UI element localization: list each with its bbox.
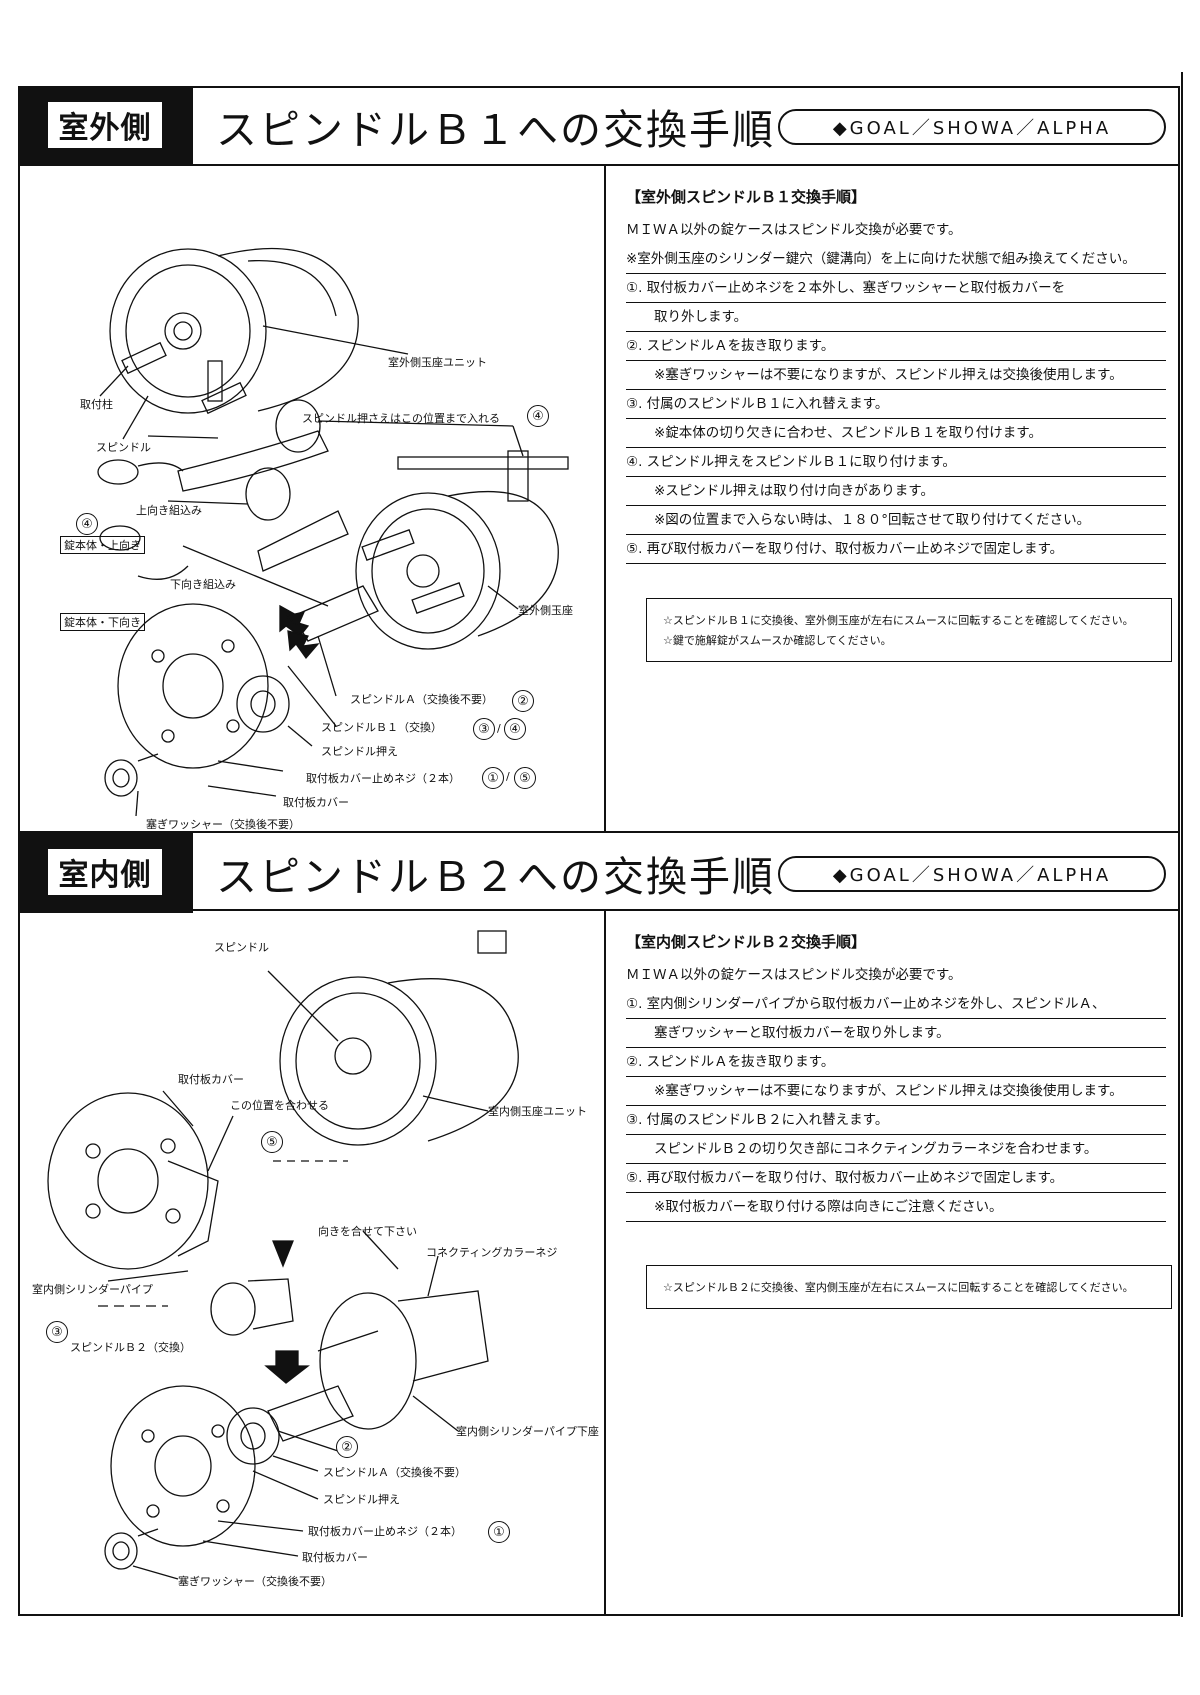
- label-cover: 取付板カバー: [283, 796, 349, 809]
- label-spindle-b2: スピンドルＢ２（交換）: [70, 1341, 191, 1354]
- instruction-line: ③. 付属のスピンドルＢ１に入れ替えます。: [626, 390, 1166, 419]
- step-number-4-left: ④: [76, 513, 98, 535]
- label-up: 上向き組込み: [136, 504, 202, 517]
- instruction-line: ②. スピンドルＡを抜き取ります。: [626, 1048, 1166, 1077]
- section-title: スピンドルＢ１への交換手順: [216, 106, 775, 154]
- label-lock-up: 錠本体・上向き: [60, 536, 145, 554]
- step-number-2: ②: [512, 690, 534, 712]
- label-lock-down: 錠本体・下向き: [60, 613, 145, 631]
- instructions-heading: 【室外側スピンドルＢ１交換手順】: [626, 188, 867, 206]
- instruction-line: ③. 付属のスピンドルＢ２に入れ替えます。: [626, 1106, 1166, 1135]
- label-washer: 塞ぎワッシャー（交換後不要）: [146, 818, 300, 831]
- label-spindle-b1: スピンドルＢ１（交換）: [321, 721, 442, 734]
- instruction-line: ＭＩＷＡ以外の錠ケースはスピンドル交換が必要です。: [626, 967, 962, 983]
- label-align: この位置を合わせる: [230, 1099, 329, 1112]
- column-divider: [604, 911, 606, 1616]
- note-line: ☆鍵で施解錠がスムースか確認してください。: [663, 634, 892, 647]
- section-label: 室外側: [46, 100, 164, 150]
- section-title: スピンドルＢ２への交換手順: [216, 853, 775, 901]
- step-number-5: ⑤: [261, 1131, 283, 1153]
- note-line: ☆スピンドルＢ１に交換後、室外側玉座が左右にスムースに回転することを確認してくだ…: [663, 614, 1134, 627]
- instruction-line: ⑤. 再び取付板カバーを取り付け、取付板カバー止めネジで固定します。: [626, 1164, 1166, 1193]
- exploded-diagram-indoor: スピンドル 取付板カバー この位置を合わせる ⑤ 室内側玉座ユニット 向きを合せ…: [18, 911, 604, 1616]
- step-number-1: ①: [488, 1521, 510, 1543]
- label-unit: 室内側玉座ユニット: [488, 1105, 587, 1118]
- step-number-4-b: ④: [504, 718, 526, 740]
- instruction-line: ②. スピンドルＡを抜き取ります。: [626, 332, 1166, 361]
- section-indoor: 室内側 スピンドルＢ２への交換手順 ◆GOAL／SHOWA／ALPHA: [18, 831, 1180, 1616]
- label-spindle-press: スピンドル押え: [321, 745, 398, 758]
- note-box: ☆スピンドルＢ１に交換後、室外側玉座が左右にスムースに回転することを確認してくだ…: [646, 598, 1172, 662]
- instruction-line: スピンドルＢ２の切り欠き部にコネクティングカラーネジを合わせます。: [626, 1135, 1166, 1164]
- instruction-line: ④. スピンドル押えをスピンドルＢ１に取り付けます。: [626, 448, 1166, 477]
- section-title-row: 室内側 スピンドルＢ２への交換手順 ◆GOAL／SHOWA／ALPHA: [18, 831, 1180, 913]
- instruction-line: ＭＩＷＡ以外の錠ケースはスピンドル交換が必要です。: [626, 222, 962, 238]
- section-label-block: 室外側: [18, 86, 193, 166]
- column-divider: [604, 166, 606, 831]
- step-number-4: ④: [527, 405, 549, 427]
- exploded-diagram-outdoor: 室外側玉座ユニット 取付柱 スピンドル スピンドル押さえはこの位置まで入れる ④…: [18, 166, 604, 831]
- instruction-line: ⑤. 再び取付板カバーを取り付け、取付板カバー止めネジで固定します。: [626, 535, 1166, 564]
- exploded-diagram-drawing: [97, 248, 569, 817]
- section-outdoor: 室外側 スピンドルＢ１への交換手順 ◆GOAL／SHOWA／ALPHA: [18, 86, 1180, 831]
- label-pipe-base: 室内側シリンダーパイプ下座: [456, 1425, 599, 1438]
- instructions-heading: 【室内側スピンドルＢ２交換手順】: [626, 933, 867, 951]
- label-unit: 室外側玉座ユニット: [388, 356, 487, 369]
- step-number-3: ③: [46, 1321, 68, 1343]
- label-spindle-press: スピンドル押え: [323, 1493, 400, 1506]
- label-cover-top: 取付板カバー: [178, 1073, 244, 1086]
- label-screw: 取付板カバー止めネジ（２本）: [306, 772, 460, 785]
- exploded-diagram-drawing: [47, 930, 519, 1580]
- brand-badge: ◆GOAL／SHOWA／ALPHA: [778, 856, 1166, 892]
- instruction-line: ※取付板カバーを取り付ける際は向きにご注意ください。: [626, 1193, 1166, 1222]
- label-post: 取付柱: [80, 398, 113, 411]
- instruction-line: ※錠本体の切り欠きに合わせ、スピンドルＢ１を取り付けます。: [626, 419, 1166, 448]
- instruction-line: ※塞ぎワッシャーは不要になりますが、スピンドル押えは交換後使用します。: [626, 1077, 1166, 1106]
- label-screw: 取付板カバー止めネジ（２本）: [308, 1525, 462, 1538]
- instruction-line: ※図の位置まで入らない時は、１８０°回転させて取り付けてください。: [626, 506, 1166, 535]
- instruction-line: ※スピンドル押えは取り付け向きがあります。: [626, 477, 1166, 506]
- instructions-outdoor: 【室外側スピンドルＢ１交換手順】 ＭＩＷＡ以外の錠ケースはスピンドル交換が必要で…: [626, 186, 1166, 564]
- instruction-line: ※塞ぎワッシャーは不要になりますが、スピンドル押えは交換後使用します。: [626, 361, 1166, 390]
- instruction-line: ①. 室内側シリンダーパイプから取付板カバー止めネジを外し、スピンドルＡ、: [626, 990, 1166, 1019]
- page-edge-line: [1181, 72, 1183, 1617]
- label-cover: 取付板カバー: [302, 1551, 368, 1564]
- step-number-3: ③: [473, 718, 495, 740]
- label-spindle-a: スピンドルＡ（交換後不要）: [350, 693, 493, 706]
- label-spindle: スピンドル: [214, 941, 269, 954]
- section-title-row: 室外側 スピンドルＢ１への交換手順 ◆GOAL／SHOWA／ALPHA: [18, 86, 1180, 166]
- section-label: 室内側: [46, 847, 164, 897]
- brand-badge: ◆GOAL／SHOWA／ALPHA: [778, 109, 1166, 145]
- note-box: ☆スピンドルＢ２に交換後、室内側玉座が左右にスムースに回転することを確認してくだ…: [646, 1265, 1172, 1309]
- instruction-line: 塞ぎワッシャーと取付板カバーを取り外します。: [626, 1019, 1166, 1048]
- label-washer: 塞ぎワッシャー（交換後不要）: [178, 1575, 332, 1588]
- label-seat: 室外側玉座: [518, 604, 573, 617]
- label-press-position: スピンドル押さえはこの位置まで入れる: [302, 412, 500, 425]
- step-number-2: ②: [336, 1436, 358, 1458]
- step-number-1: ①: [482, 767, 504, 789]
- label-spindle: スピンドル: [96, 441, 151, 454]
- instruction-line: ①. 取付板カバー止めネジを２本外し、塞ぎワッシャーと取付板カバーを: [626, 274, 1166, 303]
- section-label-block: 室内側: [18, 833, 193, 913]
- instruction-line: 取り外します。: [626, 303, 1166, 332]
- instructions-indoor: 【室内側スピンドルＢ２交換手順】 ＭＩＷＡ以外の錠ケースはスピンドル交換が必要で…: [626, 931, 1166, 1222]
- step-number-5: ⑤: [514, 767, 536, 789]
- label-collar: コネクティングカラーネジ: [426, 1246, 558, 1259]
- note-line: ☆スピンドルＢ２に交換後、室内側玉座が左右にスムースに回転することを確認してくだ…: [663, 1281, 1134, 1294]
- label-orient: 向きを合せて下さい: [318, 1225, 417, 1238]
- label-spindle-a: スピンドルＡ（交換後不要）: [323, 1466, 466, 1479]
- label-pipe: 室内側シリンダーパイプ: [32, 1283, 153, 1296]
- instruction-line: ※室外側玉座のシリンダー鍵穴（鍵溝向）を上に向けた状態で組み換えてください。: [626, 245, 1166, 274]
- label-down: 下向き組込み: [170, 578, 236, 591]
